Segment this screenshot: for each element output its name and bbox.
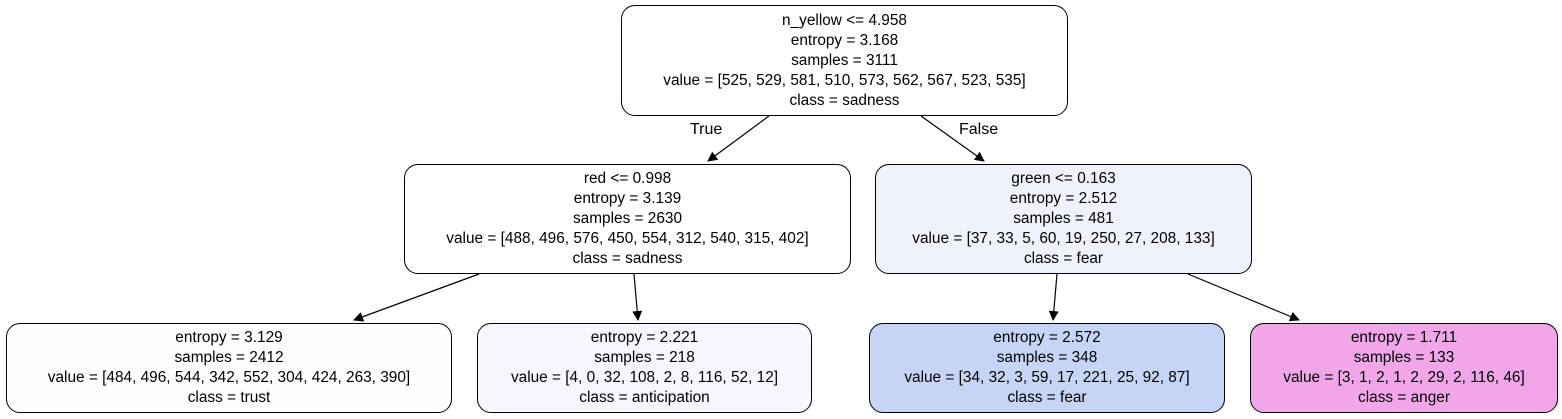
node-value: value = [37, 33, 5, 60, 19, 250, 27, 208… (912, 230, 1215, 247)
edge-label-true: True (690, 121, 723, 138)
node-value: value = [34, 32, 3, 59, 17, 221, 25, 92,… (904, 369, 1190, 386)
node-class: class = fear (1023, 250, 1104, 267)
node-entropy: entropy = 2.512 (1009, 190, 1118, 207)
tree-node-root: n_yellow <= 4.958 entropy = 3.168 sample… (621, 5, 1068, 116)
node-samples: samples = 133 (1353, 349, 1455, 366)
node-entropy: entropy = 1.711 (1350, 329, 1458, 346)
edge-root-left (707, 115, 770, 162)
node-value: value = [484, 496, 544, 342, 552, 304, 4… (47, 369, 411, 386)
tree-leaf-lr: entropy = 2.221 samples = 218 value = [4… (477, 323, 812, 413)
edge-right-rr (1187, 273, 1300, 322)
edge-left-lr (632, 273, 643, 321)
node-samples: samples = 348 (996, 349, 1098, 366)
node-entropy: entropy = 2.221 (590, 329, 699, 346)
edge-label-false: False (959, 121, 999, 138)
node-samples: samples = 2412 (174, 349, 284, 366)
node-samples: samples = 2630 (572, 210, 683, 227)
node-split: red <= 0.998 (583, 170, 672, 187)
edge-left-ll (353, 273, 480, 322)
node-value: value = [525, 529, 581, 510, 573, 562, 5… (663, 71, 1026, 89)
node-value: value = [488, 496, 576, 450, 554, 312, 5… (446, 230, 809, 247)
node-value: value = [3, 1, 2, 1, 2, 29, 2, 116, 46] (1283, 369, 1525, 386)
tree-leaf-ll: entropy = 3.129 samples = 2412 value = [… (6, 323, 452, 413)
node-class: class = anger (1358, 389, 1450, 406)
node-class: class = trust (187, 389, 271, 406)
node-entropy: entropy = 2.572 (993, 329, 1101, 346)
node-class: class = fear (1007, 389, 1087, 406)
node-samples: samples = 218 (594, 349, 695, 366)
node-entropy: entropy = 3.129 (175, 329, 283, 346)
node-value: value = [4, 0, 32, 108, 2, 8, 116, 52, 1… (510, 369, 779, 386)
tree-node-right: green <= 0.163 entropy = 2.512 samples =… (875, 164, 1252, 274)
node-class: class = anticipation (579, 389, 710, 406)
node-class: class = sadness (789, 91, 900, 109)
node-entropy: entropy = 3.139 (573, 190, 682, 207)
tree-leaf-rr: entropy = 1.711 samples = 133 value = [3… (1250, 323, 1558, 413)
node-entropy: entropy = 3.168 (790, 31, 899, 49)
tree-leaf-rl: entropy = 2.572 samples = 348 value = [3… (869, 323, 1225, 413)
node-samples: samples = 3111 (791, 51, 898, 69)
tree-node-left: red <= 0.998 entropy = 3.139 samples = 2… (404, 164, 851, 274)
node-samples: samples = 481 (1013, 210, 1114, 227)
edge-root-right (920, 115, 985, 162)
node-split: n_yellow <= 4.958 (782, 11, 907, 29)
edge-right-rl (1048, 273, 1059, 321)
node-class: class = sadness (572, 250, 683, 267)
node-split: green <= 0.163 (1011, 170, 1116, 187)
